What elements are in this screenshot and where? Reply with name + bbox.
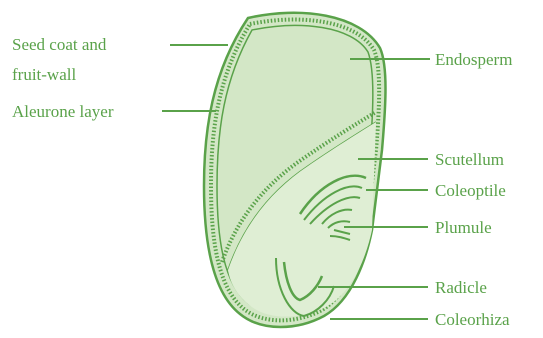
plumule-label: Plumule [435, 218, 492, 237]
scutellum-label: Scutellum [435, 150, 504, 169]
seed-coat-label-line1: Seed coat and [12, 35, 107, 54]
aleurone-label: Aleurone layer [12, 102, 114, 121]
radicle-label: Radicle [435, 278, 487, 297]
coleorhiza-label: Coleorhiza [435, 310, 510, 329]
endosperm-label: Endosperm [435, 50, 512, 69]
coleoptile-label: Coleoptile [435, 181, 506, 200]
seed-coat-label-line2: fruit-wall [12, 65, 76, 84]
